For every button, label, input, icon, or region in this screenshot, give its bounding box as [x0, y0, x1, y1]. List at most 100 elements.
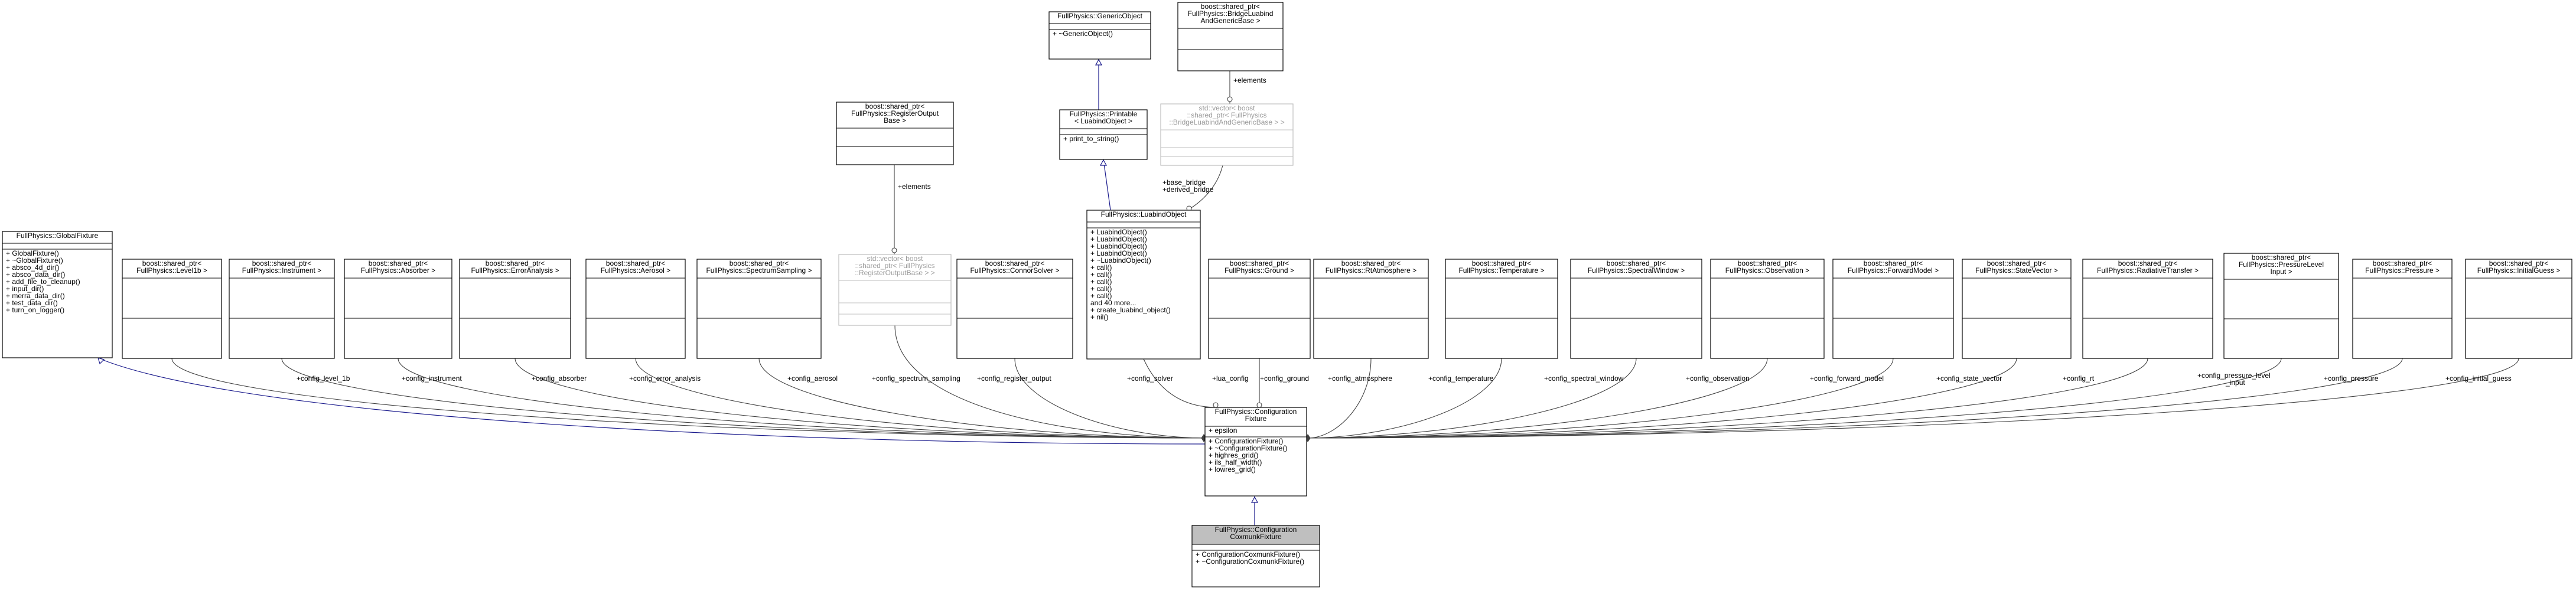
class-title-line: FullPhysics::Level1b > [136, 266, 207, 275]
class-box [1313, 259, 1429, 359]
class-title-line: boost::shared_ptr< [1472, 259, 1531, 267]
class-box [1710, 259, 1825, 359]
edge-label: +config_forward_model [1810, 374, 1884, 383]
member-edge [1308, 358, 1502, 439]
member-edge [1143, 358, 1217, 408]
class-method: + LuabindObject() [1090, 242, 1147, 250]
class-box [2352, 259, 2453, 359]
edge-label: +config_instrument [402, 374, 462, 383]
class-title-line: boost::shared_ptr< [730, 259, 789, 267]
edge-label: +elements [1233, 76, 1266, 84]
class-method: + call() [1090, 292, 1112, 300]
class-node-registeroutput[interactable]: boost::shared_ptr<FullPhysics::RegisterO… [836, 102, 954, 165]
class-title-line: boost::shared_ptr< [865, 102, 924, 110]
class-title-line: FullPhysics::Ground > [1225, 266, 1294, 275]
class-node-radiativetransfer[interactable]: boost::shared_ptr<FullPhysics::Radiative… [2082, 259, 2213, 359]
edge-label: +config_atmosphere [1328, 374, 1392, 383]
class-node-spectralwindow[interactable]: boost::shared_ptr<FullPhysics::SpectralW… [1570, 259, 1702, 359]
class-node-generic[interactable]: FullPhysics::GenericObject+ ~GenericObje… [1048, 11, 1151, 60]
class-method: + ~ConfigurationFixture() [1209, 444, 1287, 452]
member-edge [1308, 358, 1637, 439]
class-title-line: boost::shared_ptr< [1230, 259, 1289, 267]
class-title-line: Fixture [1245, 414, 1267, 423]
class-node-vec_bridge[interactable]: std::vector< boost::shared_ptr< FullPhys… [1160, 103, 1294, 166]
member-edge [1308, 358, 2519, 439]
class-node-rtatmosphere[interactable]: boost::shared_ptr<FullPhysics::RtAtmosph… [1313, 259, 1429, 359]
class-box [696, 259, 822, 359]
edges-layer [97, 58, 2519, 525]
member-edge [1308, 358, 2017, 439]
class-box [344, 259, 452, 359]
edge-label: +config_rt [2063, 374, 2095, 383]
class-box [2223, 253, 2339, 359]
class-title-line: ::RegisterOutputBase > > [855, 269, 934, 277]
class-node-printable[interactable]: FullPhysics::Printable< LuabindObject >+… [1059, 109, 1148, 160]
class-title-line: boost::shared_ptr< [142, 259, 201, 267]
class-title-line: FullPhysics::Aerosol > [601, 266, 670, 275]
class-box [836, 102, 954, 165]
class-method: and 40 more... [1090, 299, 1136, 307]
class-box [1160, 103, 1294, 166]
class-title-line: boost::shared_ptr< [2252, 253, 2311, 262]
class-node-pressure[interactable]: boost::shared_ptr<FullPhysics::Pressure … [2352, 259, 2453, 359]
edge-label: +elements [898, 182, 931, 191]
class-method: + ~LuabindObject() [1090, 256, 1151, 265]
class-node-level1b[interactable]: boost::shared_ptr<FullPhysics::Level1b > [122, 259, 222, 359]
edge-label: +config_pressure_level [2197, 371, 2271, 380]
class-title-line: AndGenericBase > [1200, 17, 1260, 25]
class-title-line: FullPhysics::SpectralWindow > [1588, 266, 1685, 275]
class-title-line: FullPhysics::Pressure > [2365, 266, 2440, 275]
class-node-forwardmodel[interactable]: boost::shared_ptr<FullPhysics::ForwardMo… [1832, 259, 1954, 359]
member-edge [1014, 358, 1203, 439]
edge-label: +config_pressure [2324, 374, 2379, 383]
class-node-bridge[interactable]: boost::shared_ptr<FullPhysics::BridgeLua… [1177, 2, 1284, 71]
class-node-pressurelevelinput[interactable]: boost::shared_ptr<FullPhysics::PressureL… [2223, 253, 2339, 359]
class-method: + create_luabind_object() [1090, 306, 1171, 314]
class-method: + lowres_grid() [1209, 465, 1256, 474]
class-node-vec_registeroutput[interactable]: std::vector< boost::shared_ptr< FullPhys… [838, 254, 952, 326]
class-node-ground[interactable]: boost::shared_ptr<FullPhysics::Ground > [1208, 259, 1311, 359]
class-title-line: FullPhysics::SpectrumSampling > [706, 266, 812, 275]
class-node-aerosol[interactable]: boost::shared_ptr<FullPhysics::Aerosol > [585, 259, 686, 359]
edge-labels-layer: +elements+elements+base_bridge+derived_b… [297, 76, 2512, 387]
class-node-spectrumsampling[interactable]: boost::shared_ptr<FullPhysics::SpectrumS… [696, 259, 822, 359]
class-method: + call() [1090, 285, 1112, 293]
edge-label: _input [2225, 378, 2245, 387]
class-title-line: FullPhysics::PressureLevel [2239, 260, 2324, 269]
class-node-luabindobject[interactable]: FullPhysics::LuabindObject+ LuabindObjec… [1086, 210, 1201, 360]
class-title-line: boost::shared_ptr< [1201, 2, 1260, 11]
class-box [2465, 259, 2572, 359]
class-node-coxmunk[interactable]: FullPhysics::ConfigurationCoxmunkFixture… [1191, 525, 1320, 587]
edge-label: +lua_config [1212, 374, 1249, 383]
class-method: + call() [1090, 263, 1112, 272]
class-title-line: FullPhysics::Printable [1070, 110, 1138, 118]
class-box [956, 259, 1073, 359]
member-edge [1308, 358, 2282, 439]
class-node-temperature[interactable]: boost::shared_ptr<FullPhysics::Temperatu… [1445, 259, 1558, 359]
class-node-initialguess[interactable]: boost::shared_ptr<FullPhysics::InitialGu… [2465, 259, 2572, 359]
class-node-observation[interactable]: boost::shared_ptr<FullPhysics::Observati… [1710, 259, 1825, 359]
class-method: + ConfigurationCoxmunkFixture() [1196, 550, 1300, 559]
class-node-configfixture[interactable]: FullPhysics::ConfigurationFixture+ epsil… [1204, 407, 1307, 497]
class-title-line: boost::shared_ptr< [2118, 259, 2177, 267]
edge-label: +config_register_output [977, 374, 1051, 383]
class-node-erroranalysis[interactable]: boost::shared_ptr<FullPhysics::ErrorAnal… [459, 259, 571, 359]
class-node-connorsolver[interactable]: boost::shared_ptr<FullPhysics::ConnorSol… [956, 259, 1073, 359]
class-title-line: FullPhysics::Observation > [1725, 266, 1809, 275]
inheritance-arrowhead [1250, 496, 1259, 503]
edge-label: +base_bridge [1162, 178, 1206, 187]
member-edge [1308, 358, 1372, 439]
class-node-statevector[interactable]: boost::shared_ptr<FullPhysics::StateVect… [1962, 259, 2072, 359]
class-box [1177, 2, 1284, 71]
class-title-line: boost::shared_ptr< [252, 259, 311, 267]
class-method: + call() [1090, 270, 1112, 279]
class-node-instrument[interactable]: boost::shared_ptr<FullPhysics::Instrumen… [229, 259, 335, 359]
class-box [2082, 259, 2213, 359]
class-node-globalfixture[interactable]: FullPhysics::GlobalFixture+ GlobalFixtur… [2, 231, 113, 358]
class-box [1086, 210, 1201, 360]
class-node-absorber[interactable]: boost::shared_ptr<FullPhysics::Absorber … [344, 259, 452, 359]
class-title-line: FullPhysics::ConnorSolver > [970, 266, 1059, 275]
class-method: + input_dir() [6, 285, 44, 293]
inheritance-arrowhead [1095, 58, 1103, 66]
